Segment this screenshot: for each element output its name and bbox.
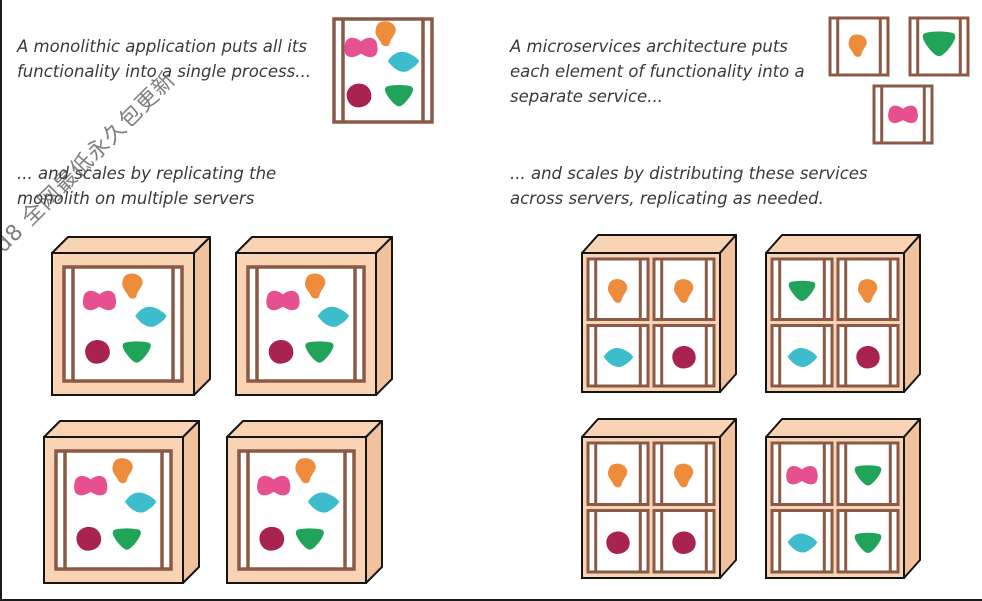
server-side-face bbox=[903, 418, 921, 579]
server-side-face bbox=[193, 236, 211, 396]
green-shape bbox=[854, 532, 882, 554]
green-shape bbox=[854, 465, 882, 486]
green-shape bbox=[122, 341, 151, 363]
server-top-face bbox=[581, 418, 737, 438]
pink-shape bbox=[344, 37, 378, 58]
orange-shape bbox=[673, 279, 694, 303]
server-side-face bbox=[903, 234, 921, 393]
orange-shape bbox=[122, 273, 143, 299]
crimson-shape bbox=[76, 526, 102, 551]
microservices-scale-caption: ... and scales by distributing these ser… bbox=[510, 164, 868, 208]
crimson-shape bbox=[259, 526, 285, 551]
crimson-shape bbox=[856, 345, 880, 369]
orange-shape bbox=[295, 458, 316, 484]
server-top-face bbox=[51, 236, 211, 254]
orange-shape bbox=[607, 279, 628, 303]
server-side-face bbox=[375, 236, 393, 396]
process-frame bbox=[770, 257, 834, 321]
crimson-shape bbox=[85, 339, 110, 364]
server-side-face bbox=[719, 418, 737, 579]
diagram-layer bbox=[43, 16, 970, 584]
orange-shape bbox=[305, 273, 326, 299]
crimson-shape bbox=[606, 531, 630, 554]
server-top-face bbox=[765, 234, 921, 254]
teal-shape bbox=[124, 492, 157, 513]
green-shape bbox=[295, 528, 324, 550]
server-side-face bbox=[719, 234, 737, 393]
microservices-intro-caption: A microservices architecture puts each e… bbox=[510, 37, 805, 106]
pink-shape bbox=[257, 475, 291, 496]
teal-shape bbox=[787, 347, 818, 368]
server-side-face bbox=[365, 420, 383, 584]
crimson-shape bbox=[672, 531, 696, 554]
orange-shape bbox=[857, 279, 878, 303]
process-frame bbox=[770, 509, 834, 574]
server-top-face bbox=[43, 420, 200, 438]
teal-shape bbox=[787, 533, 818, 553]
green-shape bbox=[305, 341, 334, 363]
green-shape bbox=[922, 31, 956, 57]
teal-shape bbox=[307, 492, 340, 513]
server-top-face bbox=[226, 420, 383, 438]
teal-shape bbox=[135, 306, 167, 327]
monolith-intro-caption: A monolithic application puts all its fu… bbox=[17, 37, 311, 81]
process-frame bbox=[586, 441, 650, 506]
orange-shape bbox=[673, 463, 694, 488]
pink-shape bbox=[786, 465, 818, 485]
green-shape bbox=[112, 528, 141, 550]
pink-shape bbox=[888, 105, 918, 124]
process-frame bbox=[872, 84, 934, 145]
orange-shape bbox=[848, 34, 867, 57]
orange-shape bbox=[607, 463, 628, 488]
crimson-shape bbox=[346, 83, 372, 108]
green-shape bbox=[788, 280, 816, 302]
server-top-face bbox=[581, 234, 737, 254]
teal-shape bbox=[603, 347, 634, 368]
crimson-shape bbox=[672, 345, 696, 369]
pink-shape bbox=[82, 290, 117, 311]
pink-shape bbox=[74, 475, 108, 496]
process-frame bbox=[908, 16, 970, 77]
crimson-shape bbox=[268, 339, 294, 364]
teal-shape bbox=[387, 51, 420, 72]
monolith-scale-caption: ... and scales by replicating the monoli… bbox=[17, 164, 277, 208]
server-top-face bbox=[765, 418, 921, 438]
orange-shape bbox=[375, 21, 396, 47]
green-shape bbox=[384, 85, 414, 107]
server-top-face bbox=[235, 236, 393, 254]
teal-shape bbox=[317, 306, 350, 327]
server-side-face bbox=[182, 420, 200, 584]
orange-shape bbox=[112, 458, 133, 484]
pink-shape bbox=[266, 290, 300, 311]
